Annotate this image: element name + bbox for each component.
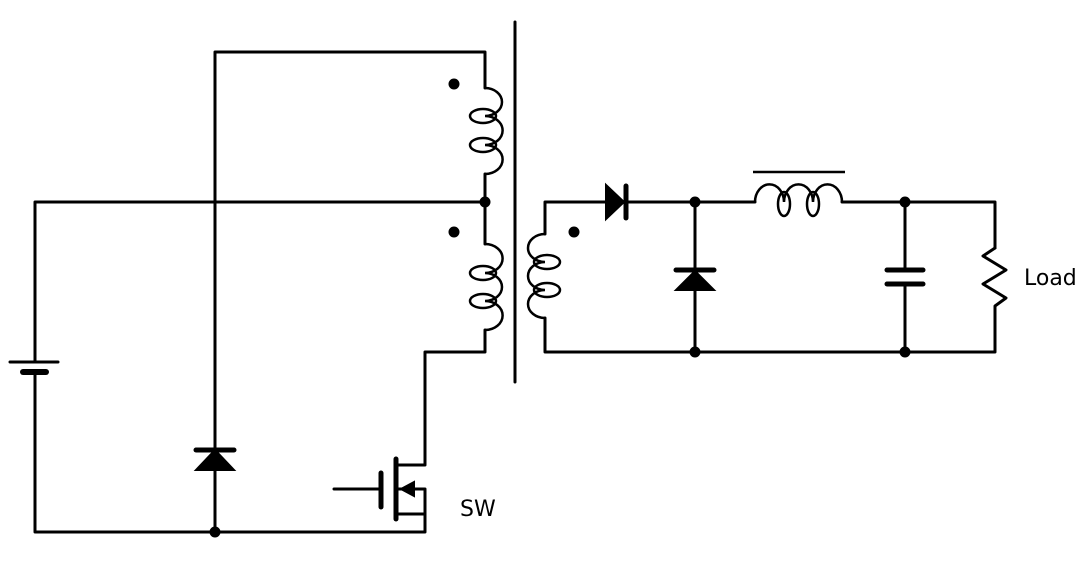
- polarity-dot: [448, 78, 460, 90]
- output-diode-icon: [605, 182, 629, 222]
- battery-icon: [8, 360, 60, 375]
- junction-dot: [209, 526, 221, 538]
- junction-dot: [899, 346, 911, 358]
- junction-dot: [689, 346, 701, 358]
- wires: [33, 50, 997, 534]
- primary-winding-icon: [468, 242, 504, 332]
- junction-dot: [479, 196, 491, 208]
- load-resistor-icon: [981, 246, 1008, 317]
- wire-input-top: [33, 200, 487, 364]
- mosfet-switch-icon: [378, 456, 427, 522]
- reset-winding-icon: [468, 86, 504, 176]
- wire-source: [33, 370, 427, 534]
- freewheel-diode-icon: [673, 267, 717, 291]
- polarity-dot: [568, 226, 580, 238]
- wire-secondary-bottom: [543, 313, 997, 354]
- capacitor-icon: [884, 267, 926, 287]
- switch-label: SW: [460, 497, 496, 522]
- reset-diode-icon: [193, 447, 237, 471]
- junction-dot: [899, 196, 911, 208]
- polarity-dot: [448, 226, 460, 238]
- wire-reset-top: [213, 50, 487, 534]
- load-label: Load: [1024, 266, 1077, 291]
- secondary-winding-icon: [526, 232, 562, 320]
- wire-drain: [394, 328, 487, 467]
- output-inductor-icon: [753, 170, 845, 218]
- junction-dot: [689, 196, 701, 208]
